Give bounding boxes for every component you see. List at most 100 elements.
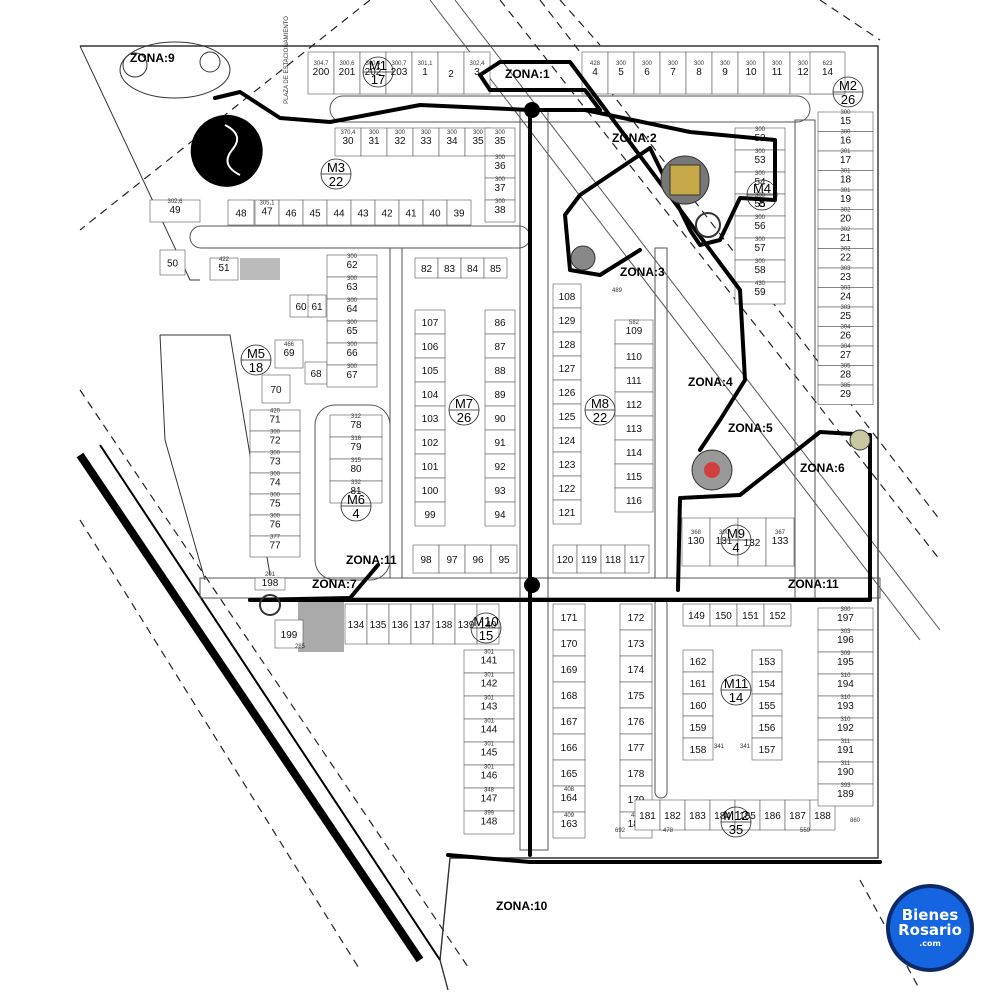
area-692: 692: [615, 828, 626, 834]
lot-number: 203: [391, 67, 408, 78]
lot-outline: [476, 603, 500, 645]
lot-number: 99: [424, 510, 436, 521]
lot-outline: [333, 51, 361, 95]
lot-157: 157: [751, 737, 783, 761]
lot-number: 32: [394, 136, 406, 147]
lot-area: 311: [841, 739, 851, 745]
internal-streets: [189, 95, 881, 851]
lot-area: 422: [219, 257, 230, 263]
lot-number: 200: [313, 67, 330, 78]
lot-number: 168: [561, 691, 578, 702]
lot-outline: [159, 249, 186, 276]
lot-50: 50: [159, 249, 186, 276]
lot-outline: [614, 319, 654, 345]
lot-number: 87: [494, 342, 506, 353]
lot-area: 385: [840, 383, 851, 389]
lot-number: 42: [381, 209, 393, 220]
lot-area: 300: [840, 129, 851, 135]
lot-outline: [412, 544, 440, 574]
lot-area: 300: [840, 607, 851, 613]
lot-128: 128: [552, 331, 582, 357]
lot-area: 302,6: [167, 199, 183, 205]
lot-outline: [607, 51, 635, 95]
lot-outline: [149, 199, 201, 223]
lot-number: 202: [365, 67, 382, 78]
lot-number: 15: [840, 116, 852, 127]
lot-number: 25: [840, 311, 852, 322]
lot-187: 187: [784, 799, 811, 831]
lot-number: 198: [262, 578, 279, 589]
lot-outline: [438, 127, 466, 157]
manzana-id: M6: [347, 492, 365, 507]
lot-area: 393: [840, 783, 851, 789]
lot-number: 171: [561, 613, 578, 624]
lot-area: 300: [746, 61, 757, 67]
lot-number: 137: [414, 620, 431, 631]
lot-number: 71: [269, 415, 281, 426]
lot-area: 348: [484, 788, 495, 794]
lot-area: 300: [347, 364, 358, 370]
lot-number: 23: [840, 272, 852, 283]
lot-number: 186: [764, 811, 781, 822]
lot-number: 106: [422, 342, 439, 353]
lot-number: 21: [840, 233, 852, 244]
lot-area: 305: [840, 363, 851, 369]
lot-outline: [619, 733, 653, 761]
lot-number: 45: [309, 209, 321, 220]
lot-outline: [619, 629, 653, 657]
lot-number: 151: [742, 611, 759, 622]
lot-number: 75: [269, 499, 281, 510]
lot-outline: [614, 343, 654, 369]
lot-172: 172: [619, 603, 653, 631]
lot-outline: [386, 127, 414, 157]
lot-area: 301: [484, 742, 495, 748]
lot-area: 301: [484, 696, 495, 702]
lot-number: 126: [559, 388, 576, 399]
lot-number: 134: [348, 620, 365, 631]
lot-outline: [576, 544, 602, 574]
lot-number: 24: [840, 291, 852, 302]
lot-number: 199: [281, 630, 298, 641]
zone-label: ZONA:6: [800, 461, 845, 475]
lot-area: 300: [347, 298, 358, 304]
lot-area: 300: [694, 61, 705, 67]
lot-number: 66: [346, 348, 358, 359]
lot-159: 159: [682, 715, 714, 739]
lot-number: 197: [837, 613, 854, 624]
area-341a: 341: [714, 744, 725, 750]
lot-area: 300: [755, 193, 766, 199]
lot-area: 302: [840, 207, 851, 213]
lot-number: 85: [490, 264, 502, 275]
lot-number: 149: [688, 611, 705, 622]
manzana-id: M10: [473, 614, 498, 629]
lot-outline: [274, 619, 304, 649]
area-285: 285: [295, 644, 306, 650]
lot-area: 428: [590, 61, 601, 67]
lot-167: 167: [552, 707, 586, 735]
lot-153: 153: [751, 649, 783, 673]
lot-outline: [709, 517, 739, 567]
lot-90: 90: [484, 405, 516, 431]
lot-outline: [484, 309, 516, 335]
lot-outline: [326, 364, 378, 388]
lot-number: 190: [837, 767, 854, 778]
lot-number: 183: [689, 811, 706, 822]
lot-outline: [484, 453, 516, 479]
lot-number: 177: [628, 743, 645, 754]
lot-124: 124: [552, 427, 582, 453]
lot-outline: [249, 535, 301, 558]
